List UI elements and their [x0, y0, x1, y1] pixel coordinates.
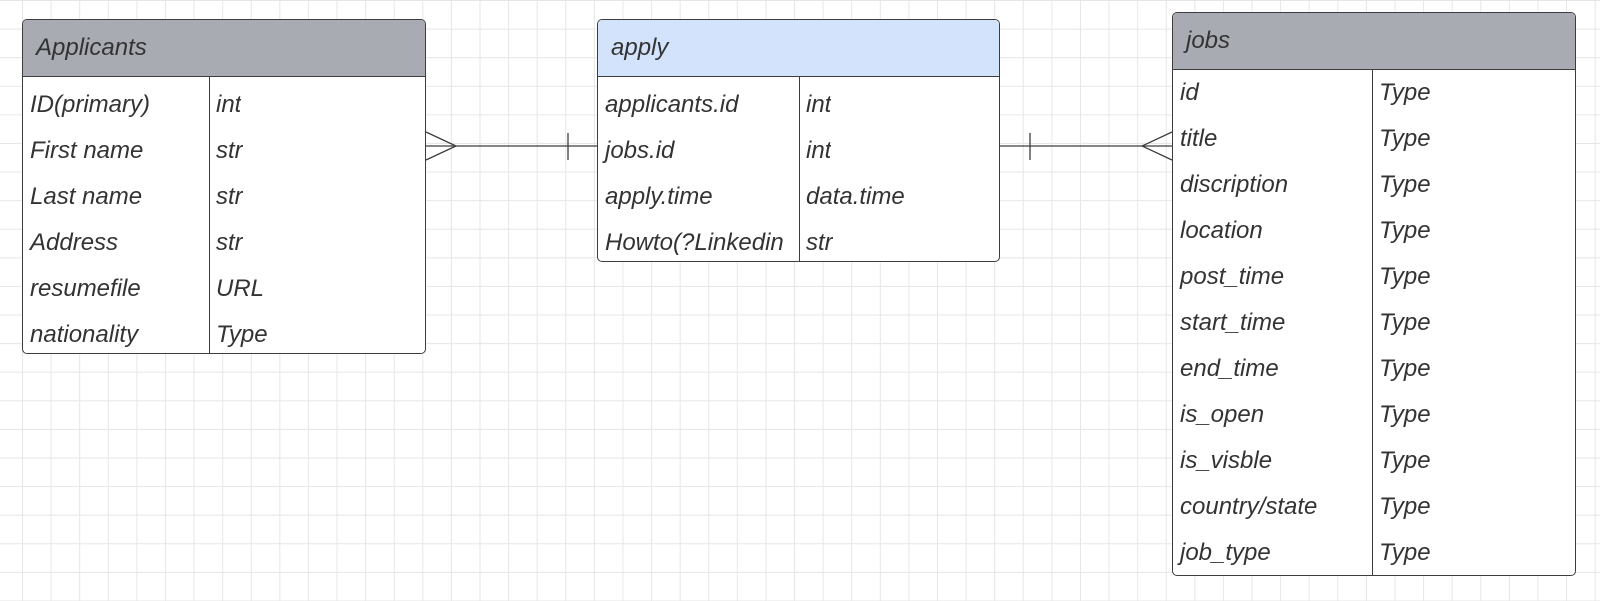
field-name: start_time	[1180, 309, 1286, 336]
field-type: Type	[1379, 309, 1431, 336]
entity-applicants[interactable]: Applicants ID(primary) int First name st…	[22, 19, 426, 354]
column-divider	[209, 77, 210, 353]
table-row[interactable]: country/state Type	[1173, 484, 1575, 530]
field-type: Type	[1379, 263, 1431, 290]
field-name: ID(primary)	[30, 91, 150, 118]
table-row[interactable]: jobs.id int	[598, 128, 999, 174]
field-name: country/state	[1180, 493, 1318, 520]
crows-foot-many-marker	[425, 131, 458, 161]
field-name: resumefile	[30, 275, 141, 302]
table-row[interactable]: id Type	[1173, 70, 1575, 116]
field-type: Type	[1379, 79, 1431, 106]
field-type: str	[216, 183, 243, 210]
field-name: apply.time	[605, 183, 713, 210]
field-name: post_time	[1180, 263, 1285, 290]
entity-fields: ID(primary) int First name str Last name…	[23, 77, 425, 353]
field-name: job_type	[1180, 539, 1271, 566]
field-type: str	[806, 229, 833, 256]
entity-title: jobs	[1186, 27, 1231, 54]
field-type: int	[216, 91, 242, 118]
field-type: str	[216, 229, 243, 256]
field-type: int	[806, 91, 832, 118]
table-row[interactable]: post_time Type	[1173, 254, 1575, 300]
field-type: Type	[1379, 355, 1431, 382]
entity-fields: id Type title Type discription Type loca…	[1173, 70, 1575, 575]
entity-title: Applicants	[36, 34, 147, 61]
field-type: data.time	[806, 183, 905, 210]
column-divider	[799, 77, 800, 261]
field-type: str	[216, 137, 243, 164]
field-type: Type	[216, 321, 268, 348]
field-type: Type	[1379, 217, 1431, 244]
field-name: end_time	[1180, 355, 1279, 382]
field-type: Type	[1379, 125, 1431, 152]
field-name: discription	[1180, 171, 1289, 198]
entity-header: apply	[598, 20, 999, 77]
field-name: nationality	[30, 321, 139, 348]
table-row[interactable]: job_type Type	[1173, 530, 1575, 575]
table-row[interactable]: start_time Type	[1173, 300, 1575, 346]
field-name: Last name	[30, 183, 143, 210]
table-row[interactable]: applicants.id int	[598, 82, 999, 128]
field-name: id	[1180, 79, 1199, 106]
field-name: is_visble	[1180, 447, 1273, 474]
table-row[interactable]: apply.time data.time	[598, 174, 999, 220]
field-name: jobs.id	[605, 137, 675, 164]
field-type: Type	[1379, 401, 1431, 428]
field-name: title	[1180, 125, 1218, 152]
table-row[interactable]: discription Type	[1173, 162, 1575, 208]
table-row[interactable]: end_time Type	[1173, 346, 1575, 392]
entity-jobs[interactable]: jobs id Type title Type discription Type…	[1172, 12, 1576, 576]
table-row[interactable]: title Type	[1173, 116, 1575, 162]
field-name: First name	[30, 137, 144, 164]
field-type: Type	[1379, 493, 1431, 520]
field-name: Address	[30, 229, 119, 256]
table-row[interactable]: is_visble Type	[1173, 438, 1575, 484]
field-type: Type	[1379, 447, 1431, 474]
table-row[interactable]: Address str	[23, 220, 425, 266]
table-row[interactable]: is_open Type	[1173, 392, 1575, 438]
field-name: Howto(?Linkedin	[605, 229, 784, 256]
field-type: Type	[1379, 171, 1431, 198]
column-divider	[1372, 70, 1373, 575]
field-name: applicants.id	[605, 91, 739, 118]
table-row[interactable]: nationality Type	[23, 312, 425, 353]
table-row[interactable]: ID(primary) int	[23, 82, 425, 128]
table-row[interactable]: location Type	[1173, 208, 1575, 254]
entity-header: jobs	[1173, 13, 1575, 70]
field-type: URL	[216, 275, 265, 302]
entity-apply[interactable]: apply applicants.id int jobs.id int appl…	[597, 19, 1000, 262]
table-row[interactable]: Last name str	[23, 174, 425, 220]
field-type: int	[806, 137, 832, 164]
crows-foot-many-marker	[1140, 131, 1173, 161]
relationship-applicants-apply[interactable]	[425, 131, 597, 161]
entity-fields: applicants.id int jobs.id int apply.time…	[598, 77, 999, 261]
table-row[interactable]: First name str	[23, 128, 425, 174]
field-name: is_open	[1180, 401, 1265, 428]
entity-header: Applicants	[23, 20, 425, 77]
table-row[interactable]: resumefile URL	[23, 266, 425, 312]
entity-title: apply	[611, 34, 669, 61]
relationship-apply-jobs[interactable]	[1000, 131, 1173, 161]
table-row[interactable]: Howto(?Linkedin str	[598, 220, 999, 261]
field-name: location	[1180, 217, 1263, 244]
field-type: Type	[1379, 539, 1431, 566]
